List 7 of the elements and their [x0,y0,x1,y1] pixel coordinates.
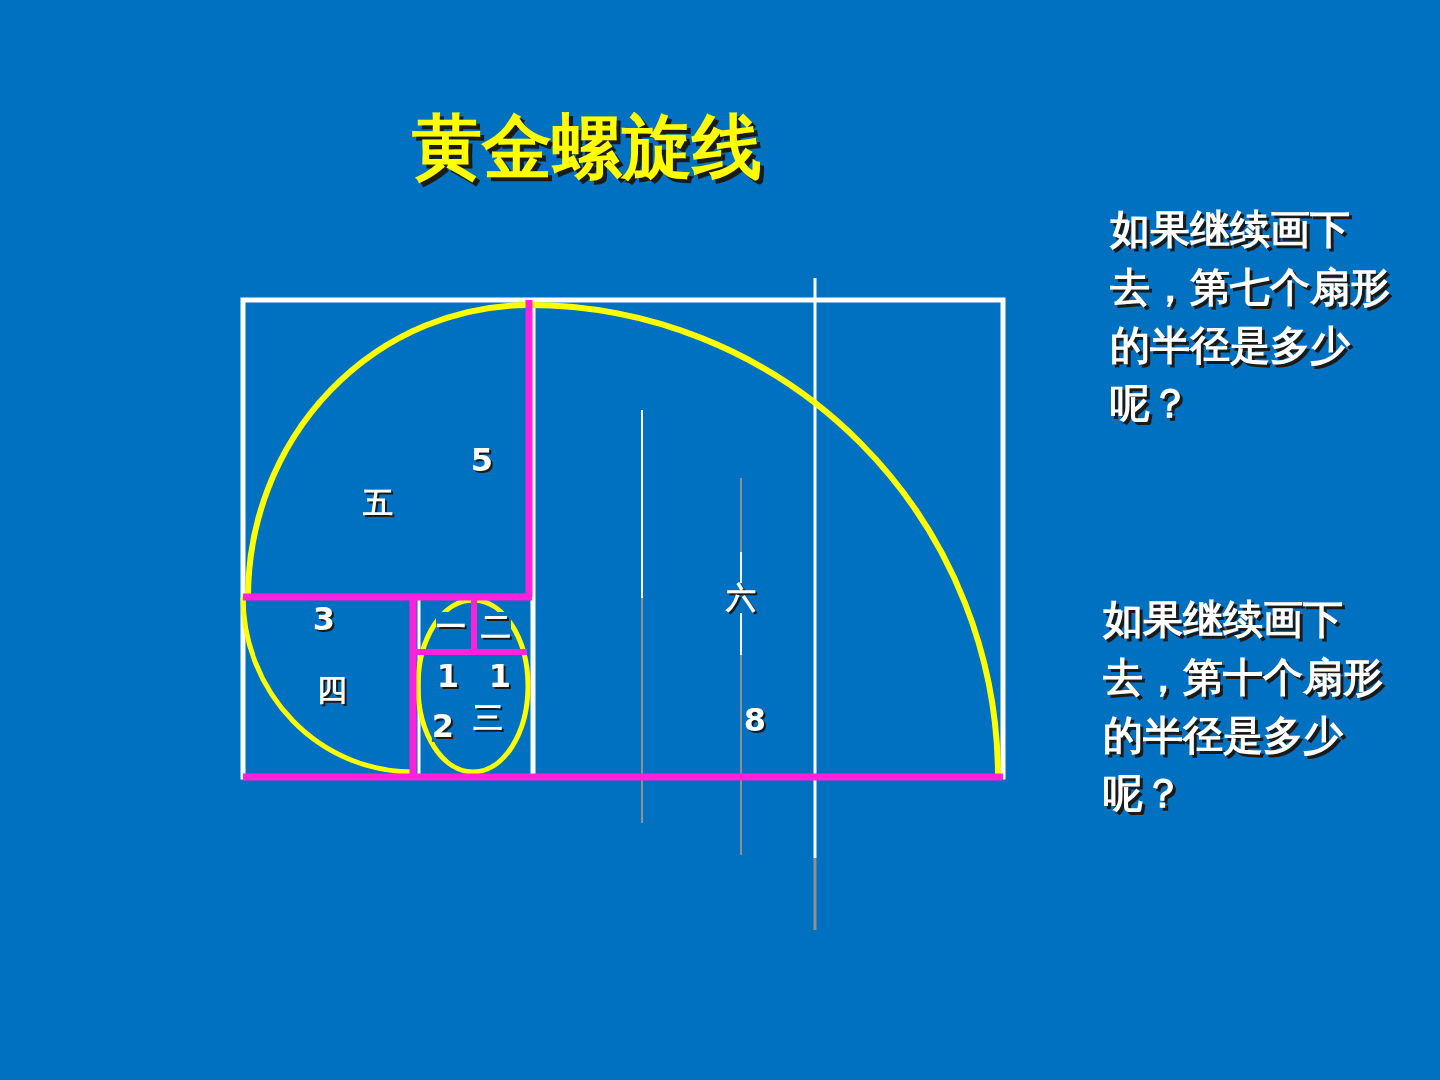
sector-number-label: 三 [473,703,503,733]
question-text: 如果继续画下去，第七个扇形的半径是多少呢？ [1110,205,1391,428]
title: 黄金螺旋线 [412,112,762,182]
sector-number-label: 六 [726,583,756,613]
sector-number-label: 四 [317,675,347,705]
sector-number-label: 五 [363,488,393,518]
question-text: 如果继续画下去，第十个扇形的半径是多少呢？ [1103,595,1384,818]
